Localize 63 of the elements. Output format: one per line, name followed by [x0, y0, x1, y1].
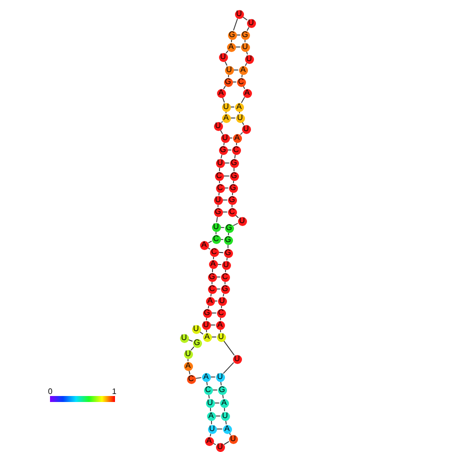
backbone-line — [224, 162, 230, 164]
backbone-line — [234, 154, 236, 159]
backbone-line — [230, 106, 235, 108]
backbone-line — [220, 317, 221, 321]
backbone-line — [216, 288, 221, 290]
backbone-line — [208, 240, 212, 244]
backbone-line — [210, 376, 216, 378]
backbone-line — [242, 86, 246, 90]
backbone-line — [190, 346, 194, 351]
backbone-line — [232, 222, 238, 226]
backbone-line — [222, 362, 234, 374]
backbone-line — [224, 441, 230, 445]
backbone-line — [211, 312, 217, 314]
backbone-line — [212, 268, 213, 273]
backbone-line — [213, 256, 214, 260]
backbone-line — [216, 428, 223, 430]
backbone-line — [225, 420, 227, 425]
backbone-line — [216, 276, 221, 278]
backbone-line — [233, 18, 238, 31]
backbone-line — [219, 180, 220, 184]
backbone-line — [224, 61, 228, 66]
backbone-line — [224, 407, 225, 412]
backbone-line — [223, 340, 235, 356]
backbone-line — [246, 26, 250, 32]
backbone-line — [233, 180, 234, 184]
backbone-line — [218, 252, 224, 254]
scale-tick-label: 0 — [48, 388, 52, 396]
backbone-line — [223, 142, 225, 146]
backbone-line — [224, 281, 226, 285]
backbone-line — [222, 394, 224, 399]
backbone-line — [219, 167, 220, 172]
backbone-line — [221, 305, 222, 309]
backbone-line — [208, 394, 210, 399]
backbone-line — [211, 336, 217, 338]
backbone-line — [244, 39, 246, 43]
backbone-line — [210, 324, 216, 326]
backbone-line — [226, 257, 228, 261]
backbone-line — [228, 74, 229, 78]
backbone-line — [217, 264, 222, 265]
scale-tick-label: 1 — [112, 388, 116, 396]
backbone-line — [241, 96, 245, 104]
backbone-line — [210, 293, 212, 297]
backbone-line — [235, 46, 241, 48]
backbone-line — [220, 329, 221, 333]
backbone-line — [206, 381, 208, 386]
backbone-line — [220, 227, 225, 228]
backbone-line — [236, 34, 241, 36]
backbone-line — [214, 402, 220, 404]
backbone-line — [206, 317, 207, 321]
backbone-line — [220, 381, 222, 386]
backbone-line — [206, 329, 207, 333]
backbone-line — [236, 142, 237, 146]
backbone-line — [210, 407, 211, 412]
backbone-line — [231, 39, 232, 43]
backbone-line — [228, 232, 229, 236]
backbone-line — [244, 62, 248, 66]
backbone-line — [241, 74, 243, 78]
backbone-line — [211, 420, 212, 425]
backbone-line — [225, 269, 226, 273]
backbone-line — [218, 192, 220, 196]
backbone-line — [232, 192, 233, 196]
backbone-line — [223, 86, 226, 90]
backbone-line — [242, 122, 244, 126]
